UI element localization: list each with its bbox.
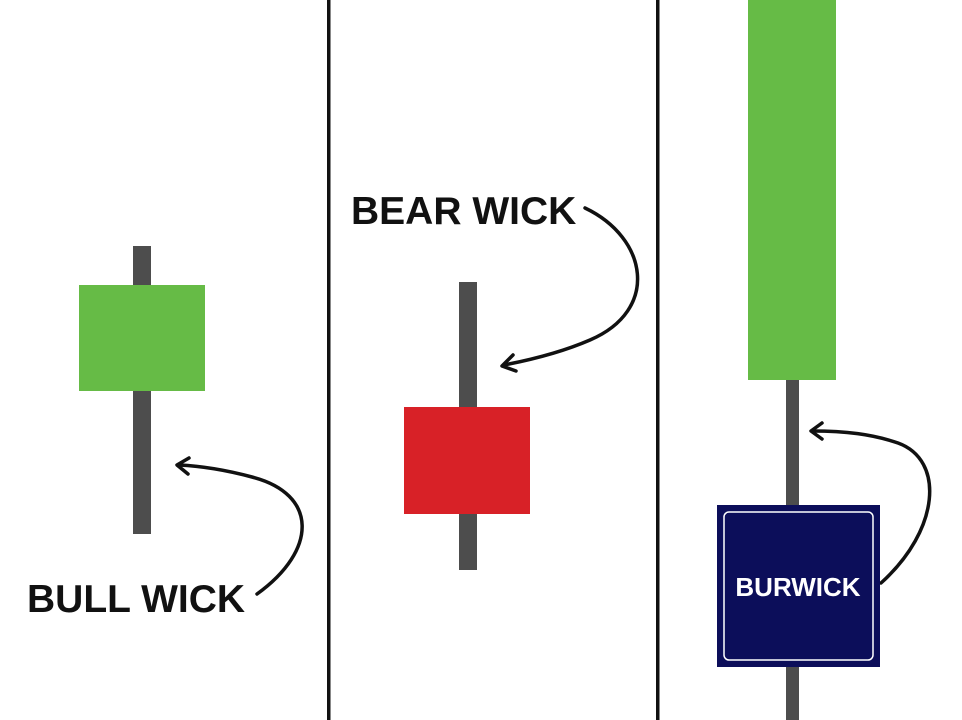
burwick-label: BURWICK xyxy=(735,572,860,602)
burwick-panel: BURWICK xyxy=(717,0,932,720)
panel-divider-left xyxy=(327,0,331,720)
bull-wick-arrow-head xyxy=(175,456,191,476)
bull-wick-arrow xyxy=(177,463,304,596)
burwick-arrow-head xyxy=(809,421,824,441)
burwick-box xyxy=(717,505,880,667)
burwick-arrow xyxy=(810,429,932,585)
bear-wick-arrow-head xyxy=(500,353,518,373)
bear-wick-panel: BEAR WICK xyxy=(351,190,640,570)
bear-candle-body xyxy=(404,407,530,514)
burwick-candle-body xyxy=(748,0,836,380)
bull-wick-panel: BULL WICK xyxy=(27,246,304,621)
bull-wick-label: BULL WICK xyxy=(27,578,245,621)
burwick-box-border xyxy=(723,511,874,661)
bull-candle-body xyxy=(79,285,205,391)
bear-wick-arrow xyxy=(502,206,640,367)
panel-divider-right xyxy=(656,0,660,720)
bear-wick-label: BEAR WICK xyxy=(351,190,576,233)
